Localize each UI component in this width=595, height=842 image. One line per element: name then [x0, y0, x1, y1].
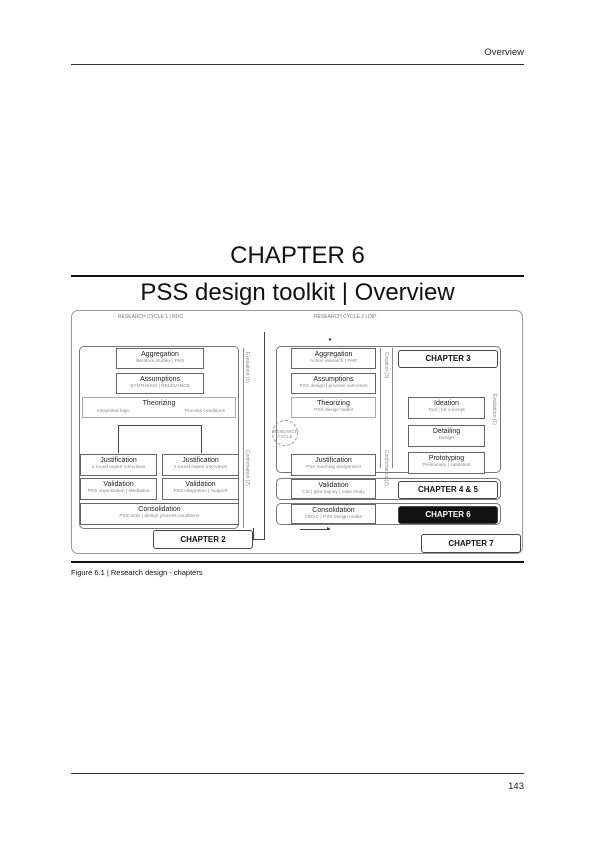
cycle2-divider-2 — [392, 348, 393, 468]
left-validation-a-title: Validation — [103, 481, 134, 488]
left-validation-a-sub: PSS organization | Mediation — [87, 489, 150, 494]
cycle2-vertical-creation: Creation (3) — [383, 352, 389, 379]
right-aggregation-box: Aggregation Action research | PAR — [291, 348, 376, 369]
cycle1-label: RESEARCH CYCLE 1 | RDC — [118, 314, 183, 320]
right-consolidation-sub: ORAC | PSS design toolkit — [305, 515, 362, 520]
cycle1-group — [79, 346, 239, 529]
cycle2-consolidation-row — [276, 503, 501, 525]
left-assumptions-title: Assumptions — [139, 376, 181, 383]
left-consolidation-title: Consolidation — [138, 506, 181, 513]
right-validation-title: Validation — [318, 482, 349, 489]
tag-chapter-4-5: CHAPTER 4 & 5 — [398, 481, 498, 499]
right-prototyping-sub: Preliminary | validation — [422, 463, 471, 468]
right-theorizing-box: Theorizing PSS design toolkit — [291, 397, 376, 418]
left-justification-a-title: Justification — [100, 457, 137, 464]
left-theorizing-box: Theorizing Integrated logic Process cond… — [82, 397, 236, 418]
right-aggregation-title: Aggregation — [314, 351, 353, 358]
right-consolidation-box: Consolidation ORAC | PSS design toolkit — [291, 504, 376, 524]
right-theorizing-sub: PSS design toolkit — [314, 408, 353, 413]
right-prototyping-box: Prototyping Preliminary | validation — [408, 452, 485, 474]
left-validation-b-title: Validation — [185, 481, 216, 488]
figure-rule-bottom — [71, 561, 524, 563]
figure-frame — [71, 310, 523, 554]
left-tree-right-leg — [201, 425, 202, 453]
cycle2-group — [276, 346, 501, 473]
running-header: Overview — [484, 47, 524, 58]
cycle2-validation-row — [276, 478, 501, 500]
right-prototyping-title: Prototyping — [428, 455, 465, 462]
left-theorizing-sub-right: Process conditions — [184, 409, 225, 414]
right-detailing-sub: Design — [439, 436, 454, 441]
tag-chapter-2: CHAPTER 2 — [153, 530, 253, 549]
left-aggregation-box: Aggregation literature studies | PSS — [116, 348, 204, 369]
cycle2-vertical-confirmation: Confirmation (2) — [383, 450, 389, 486]
left-justification-b-box: Justification 2 round expert interviews — [162, 454, 239, 476]
right-assumptions-sub: PSS design | process outcomes — [299, 384, 368, 389]
right-validation-sub: C3I | pilot inquiry | case study — [302, 490, 365, 495]
link-line-2 — [264, 332, 265, 540]
right-validation-box: Validation C3I | pilot inquiry | case st… — [291, 479, 376, 499]
footer-rule — [71, 773, 524, 774]
left-validation-b-sub: PSS integration | Support — [173, 489, 228, 494]
right-consolidation-title: Consolidation — [312, 507, 355, 514]
header-rule — [71, 64, 524, 65]
cycle2-divider-1 — [380, 348, 381, 468]
chapter-number: CHAPTER 6 — [230, 242, 365, 269]
cycle1-vertical-evaluation: Evaluation (1) — [244, 352, 250, 383]
right-detailing-title: Detailing — [432, 428, 461, 435]
left-validation-a-box: Validation PSS organization | Mediation — [80, 478, 157, 500]
right-assumptions-box: Assumptions PSS design | process outcome… — [291, 373, 376, 394]
tag-chapter-7: CHAPTER 7 — [421, 534, 521, 553]
left-assumptions-sub: SYNTHESIS | RELEVANCE — [130, 384, 190, 389]
left-tree-top — [118, 425, 202, 426]
left-tree-left-leg — [118, 425, 119, 453]
research-cycle-circle: RESEARCH CYCLE — [272, 420, 298, 446]
right-ideation-title: Ideation — [434, 400, 459, 407]
right-theorizing-title: Theorizing — [317, 400, 350, 407]
left-theorizing-sub-left: Integrated logic — [97, 409, 130, 414]
bottom-arrow-icon: ▸ — [327, 526, 331, 532]
left-aggregation-sub: literature studies | PSS — [135, 359, 185, 364]
left-justification-a-box: Justification 1 round expert interviews — [80, 454, 157, 476]
left-justification-a-sub: 1 round expert interviews — [91, 465, 146, 470]
tag-chapter-6: CHAPTER 6 — [398, 506, 498, 524]
left-consolidation-box: Consolidation PSS tools | design process… — [80, 503, 239, 525]
right-ideation-box: Ideation Tool | Kit concept — [408, 397, 485, 419]
left-consolidation-sub: PSS tools | design process conditions — [119, 514, 200, 519]
left-assumptions-box: Assumptions SYNTHESIS | RELEVANCE — [116, 373, 204, 394]
left-justification-b-sub: 2 round expert interviews — [173, 465, 228, 470]
cycle1-vertical-confirmation: Confirmation (2) — [244, 450, 250, 486]
cycle2-vertical-evaluation: Evaluation (1) — [491, 394, 497, 425]
link-line-1 — [253, 528, 254, 540]
bottom-arrow-line — [300, 529, 330, 530]
right-justification-title: Justification — [315, 457, 352, 464]
cycle1-side-line — [243, 348, 244, 528]
right-assumptions-title: Assumptions — [313, 376, 354, 383]
right-aggregation-sub: Action research | PAR — [310, 359, 357, 364]
right-ideation-sub: Tool | Kit concept — [428, 408, 465, 413]
arrow-icon: ▸ — [329, 337, 333, 343]
left-aggregation-title: Aggregation — [141, 351, 179, 358]
left-validation-b-box: Validation PSS integration | Support — [162, 478, 239, 500]
cycle2-label: RESEARCH CYCLE 2 | DIP — [314, 314, 377, 320]
left-justification-b-title: Justification — [182, 457, 219, 464]
figure-caption: Figure 6.1 | Research design - chapters — [71, 568, 203, 577]
right-detailing-box: Detailing Design — [408, 425, 485, 447]
left-theorizing-title: Theorizing — [142, 400, 176, 407]
page-number: 143 — [508, 781, 524, 792]
right-justification-sub: PSS teaching assignment — [306, 465, 361, 470]
tag-chapter-3: CHAPTER 3 — [398, 350, 498, 368]
chapter-title: PSS design toolkit | Overview — [140, 279, 455, 306]
link-line-3 — [253, 539, 265, 540]
chapter-rule-top — [71, 275, 524, 277]
right-justification-box: Justification PSS teaching assignment — [291, 454, 376, 476]
